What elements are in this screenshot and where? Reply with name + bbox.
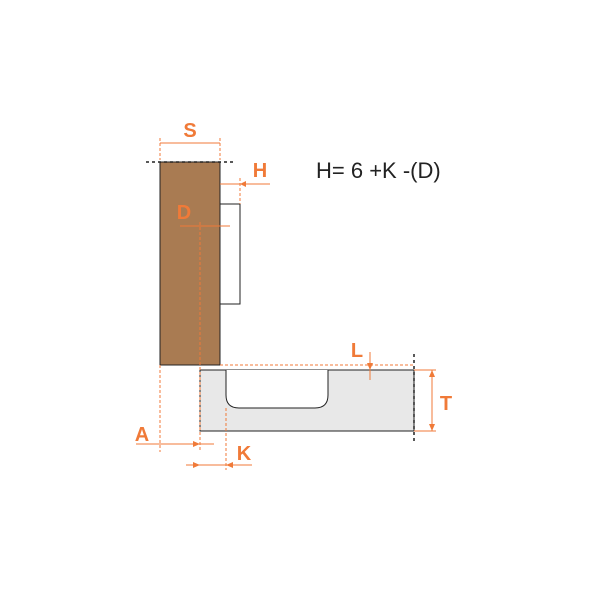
dimension-l-arrow <box>367 363 373 370</box>
label-d: D <box>177 202 191 224</box>
dimension-t-arrow-top <box>429 370 435 377</box>
dimension-t-arrow-bottom <box>429 424 435 431</box>
dimension-h-arrow <box>240 181 246 187</box>
door-panel <box>159 161 221 366</box>
dimension-a-arrow <box>193 441 200 447</box>
formula-text: H= 6 +K -(D) <box>316 158 441 183</box>
label-t: T <box>440 393 452 415</box>
label-a: A <box>135 424 149 446</box>
label-k: K <box>237 443 252 465</box>
hinge-plate <box>219 203 241 305</box>
label-l: L <box>351 340 363 362</box>
label-h: H <box>253 160 267 182</box>
label-s: S <box>183 120 196 142</box>
hinge-cup-recess <box>225 370 329 409</box>
dimension-k-arrow-left <box>193 462 200 468</box>
dimension-k-arrow-right <box>226 462 233 468</box>
